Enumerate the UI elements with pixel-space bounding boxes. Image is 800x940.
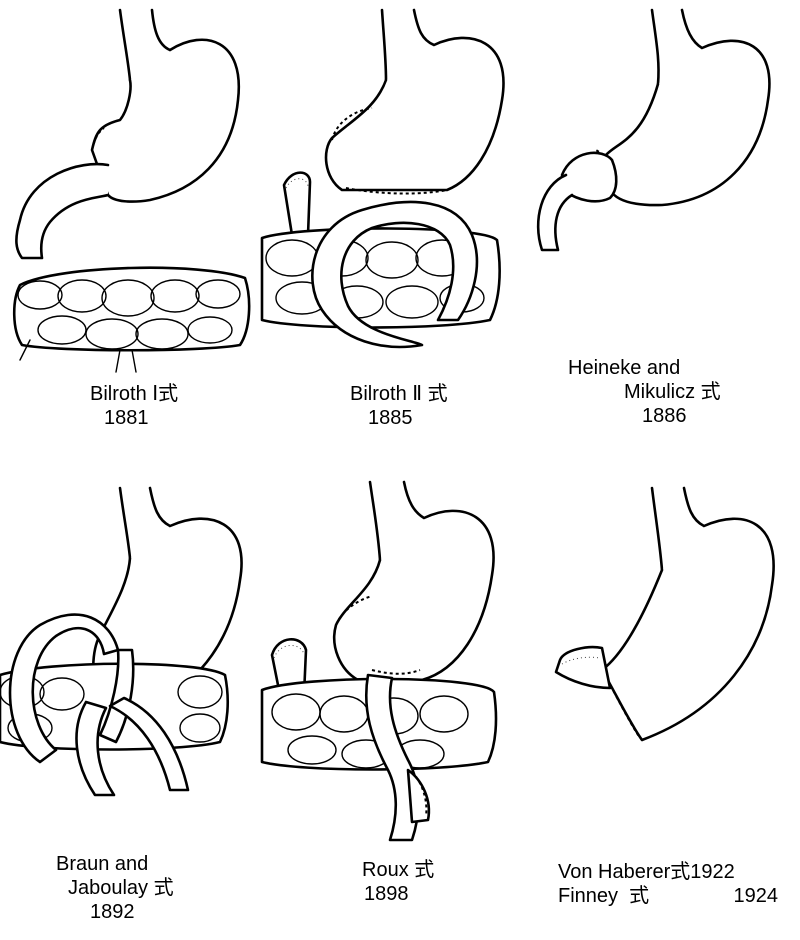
roux-illustration <box>260 480 498 842</box>
braun-jaboulay-name-line2: Jaboulay 式 <box>68 877 174 899</box>
heineke-mikulicz-name-line1: Heineke and <box>568 357 681 379</box>
roux-caption: Roux 式 1898 <box>362 858 434 906</box>
roux-year: 1898 <box>364 883 409 905</box>
heineke-mikulicz-name-line2: Mikulicz 式 <box>624 381 721 403</box>
von-haberer-name-year: Von Haberer式1922 <box>558 861 735 883</box>
roux-name: Roux 式 <box>362 859 435 881</box>
panel-braun-jaboulay: Braun and Jaboulay 式 1892 <box>0 470 260 940</box>
bilroth-2-year: 1885 <box>368 407 413 429</box>
heineke-mikulicz-illustration <box>536 8 771 252</box>
heineke-mikulicz-year: 1886 <box>642 405 687 427</box>
bilroth-1-name: Bilroth Ⅰ式 <box>90 383 179 405</box>
panel-von-haberer-finney: Von Haberer式1922 Finney 式 1924 <box>532 470 800 940</box>
finney-row: Finney 式 1924 <box>558 884 798 908</box>
panel-heineke-mikulicz: Heineke and Mikulicz 式 1886 <box>532 0 800 440</box>
panel-roux: Roux 式 1898 <box>260 470 532 940</box>
finney-name: Finney 式 <box>558 885 650 907</box>
von-haberer-finney-caption: Von Haberer式1922 Finney 式 1924 <box>558 860 798 908</box>
braun-jaboulay-year: 1892 <box>90 901 135 923</box>
finney-year: 1924 <box>733 885 779 907</box>
von-haberer-finney-illustration <box>554 486 775 742</box>
bilroth-1-year: 1881 <box>104 407 149 429</box>
braun-jaboulay-caption: Braun and Jaboulay 式 1892 <box>56 852 174 924</box>
braun-jaboulay-name-line1: Braun and <box>56 853 149 875</box>
bilroth-2-caption: Bilroth Ⅱ 式 1885 <box>350 382 448 430</box>
heineke-mikulicz-caption: Heineke and Mikulicz 式 1886 <box>568 356 721 428</box>
bilroth-1-caption: Bilroth Ⅰ式 1881 <box>90 382 178 430</box>
bilroth-1-illustration <box>12 8 251 373</box>
panel-bilroth-2: Bilroth Ⅱ 式 1885 <box>260 0 532 440</box>
bilroth-2-name: Bilroth Ⅱ 式 <box>350 383 448 405</box>
panel-bilroth-1: Bilroth Ⅰ式 1881 <box>0 0 260 440</box>
braun-jaboulay-illustration <box>0 486 243 797</box>
bilroth-2-illustration <box>260 8 505 349</box>
